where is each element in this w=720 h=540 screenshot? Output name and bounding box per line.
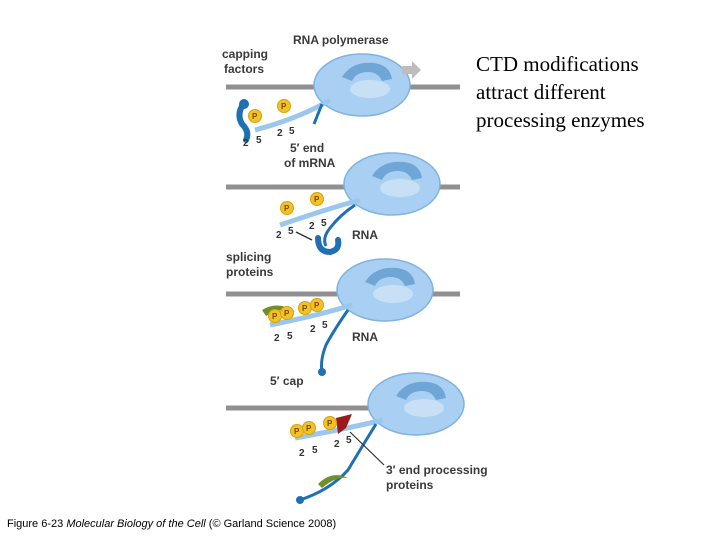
ctd-number: 5 — [256, 135, 262, 146]
ctd-number: 5 — [288, 226, 294, 237]
figure-caption: Figure 6-23 Molecular Biology of the Cel… — [7, 518, 336, 530]
ctd-number: 5 — [289, 126, 295, 137]
pointer-line — [349, 431, 385, 466]
released-capping-factor — [315, 235, 342, 256]
release-arrow-icon — [295, 231, 313, 241]
slide-title-line-2: attract different — [476, 80, 606, 104]
panel-3: P P P P 2 5 2 5 splicing proteins RNA 5′… — [226, 250, 460, 388]
phospho-label: P — [281, 102, 287, 111]
phospho-label: P — [294, 427, 300, 436]
five-prime-cap-mark — [318, 368, 326, 376]
ctd-number: 2 — [299, 448, 305, 459]
label-capping-line-1: capping — [222, 47, 268, 61]
ctd-number: 5 — [346, 435, 352, 446]
splicing-protein-shape-2 — [318, 475, 348, 488]
ctd-number: 2 — [276, 230, 282, 241]
caption-book-title: Molecular Biology of the Cell — [66, 518, 206, 530]
rna-polymerase-2 — [343, 152, 441, 216]
rna-strand-3 — [320, 309, 350, 373]
phospho-label: P — [327, 419, 333, 428]
capping-factor-shape — [236, 100, 251, 143]
panel-4: P P P 2 5 2 5 3′ end processing proteins — [226, 372, 488, 504]
ctd-tail-2 — [279, 197, 361, 228]
ctd-number: 5 — [312, 445, 318, 456]
ctd-number: 5 — [321, 218, 327, 229]
ctd-number: 2 — [277, 128, 283, 139]
caption-prefix: Figure 6-23 — [7, 518, 67, 530]
phospho-label: P — [302, 304, 308, 313]
phospho-label: P — [314, 195, 320, 204]
label-rna-1: RNA — [352, 228, 378, 242]
phospho-label: P — [284, 309, 290, 318]
five-prime-cap-mark-2 — [296, 496, 304, 504]
capping-factor-head — [239, 99, 249, 109]
label-rna-2: RNA — [352, 330, 378, 344]
ctd-tail-1 — [254, 97, 332, 133]
label-rna-polymerase: RNA polymerase — [293, 33, 389, 47]
phospho-label: P — [252, 112, 258, 121]
rna-strand-2 — [323, 203, 356, 247]
mrna-5prime-stub — [312, 103, 324, 125]
label-splicing-line-2: proteins — [226, 265, 274, 279]
end-processing-protein-shape — [336, 414, 352, 434]
rna-polymerase-1 — [313, 53, 411, 117]
ctd-number: 2 — [309, 221, 315, 232]
rna-strand-4 — [299, 423, 378, 502]
ctd-number: 2 — [243, 138, 249, 149]
phospho-label: P — [314, 301, 320, 310]
rna-polymerase-3 — [336, 258, 434, 322]
direction-arrow-icon — [402, 61, 421, 79]
label-5prime-end-line-1: 5′ end — [290, 141, 324, 155]
ctd-number: 2 — [274, 333, 280, 344]
label-5prime-cap: 5′ cap — [270, 374, 304, 388]
ctd-number: 2 — [334, 439, 340, 450]
rna-polymerase-4 — [367, 372, 465, 436]
label-5prime-end-line-2: of mRNA — [284, 156, 336, 170]
ctd-number: 2 — [310, 324, 316, 335]
slide-title-line-1: CTD modifications — [476, 52, 639, 76]
ctd-tail-3 — [269, 302, 353, 328]
label-splicing-line-1: splicing — [226, 250, 271, 264]
label-3prime-end-line-1: 3′ end processing — [386, 463, 488, 477]
ctd-number: 5 — [287, 331, 293, 342]
label-capping-line-2: factors — [224, 62, 264, 76]
panel-1: P P 2 5 2 5 RNA polymerase capping facto… — [222, 33, 460, 170]
ctd-number: 5 — [322, 320, 328, 331]
label-3prime-end-line-2: proteins — [386, 478, 434, 492]
phospho-label: P — [306, 424, 312, 433]
caption-suffix: (© Garland Science 2008) — [205, 518, 337, 530]
phospho-label: P — [284, 204, 290, 213]
panel-2: P P 2 5 2 5 RNA — [226, 152, 460, 256]
phospho-label: P — [272, 312, 278, 321]
slide-title-line-3: processing enzymes — [476, 108, 645, 132]
